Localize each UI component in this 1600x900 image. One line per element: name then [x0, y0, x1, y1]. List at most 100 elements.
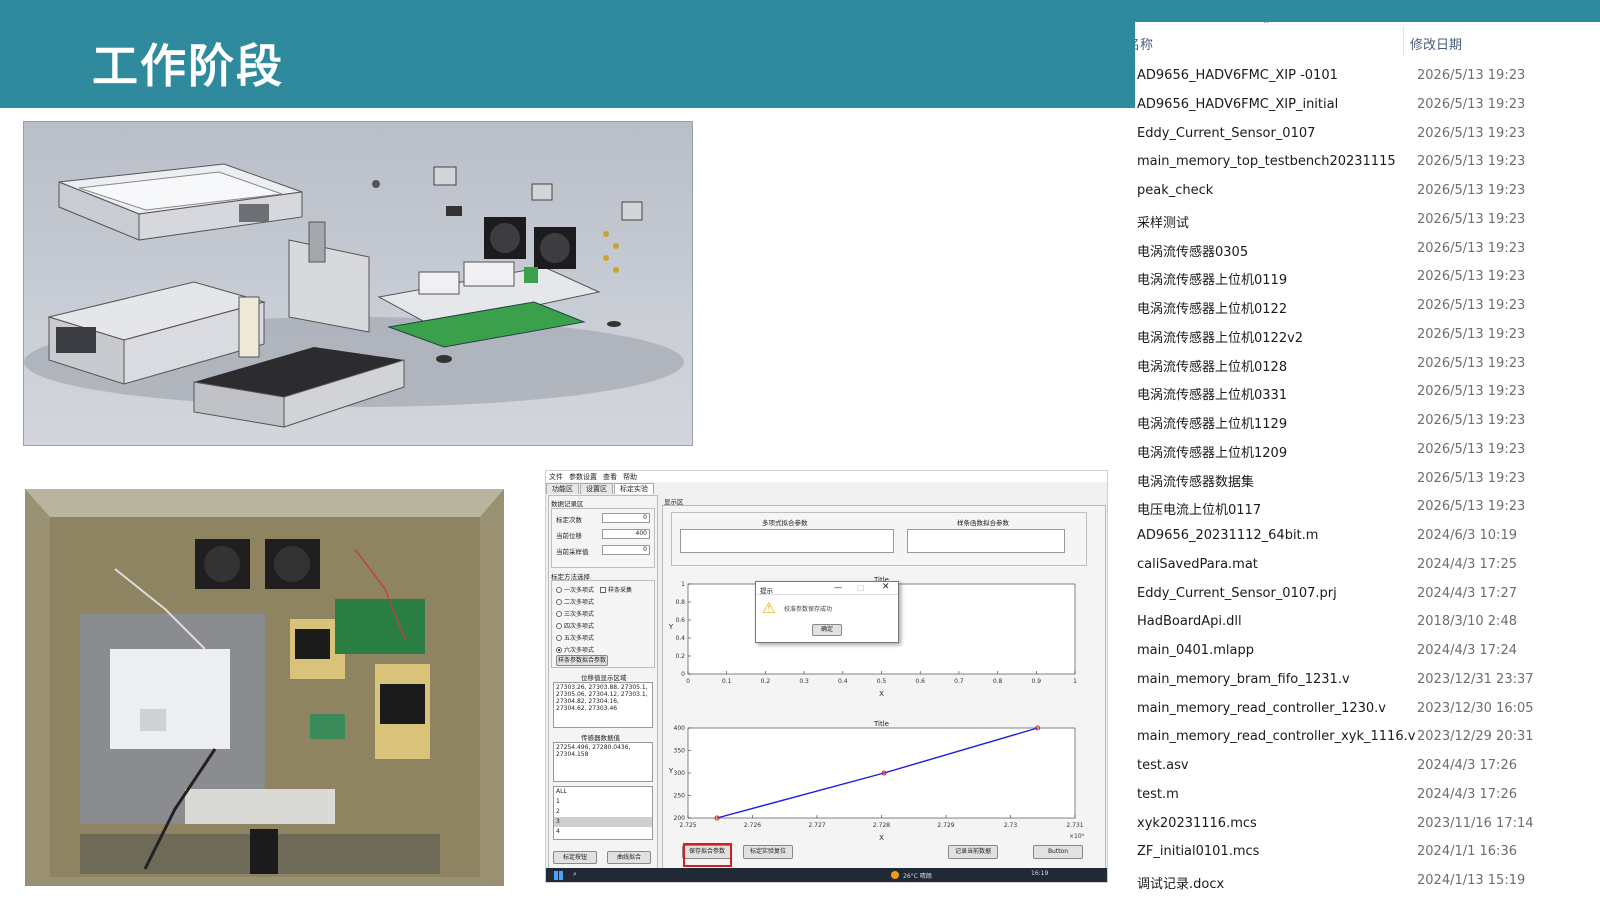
data-index-list[interactable]: ALL 1 2 3 4 [553, 786, 653, 840]
file-name: main_memory_bram_fifo_1231.v [1137, 671, 1350, 687]
menu-file[interactable]: 文件 [549, 472, 563, 481]
record-data-button[interactable]: 记录当前数据 [948, 845, 998, 859]
curve-fit-button[interactable]: 曲线拟合 [607, 851, 651, 864]
column-name-header[interactable]: 名称 [1135, 38, 1154, 53]
spline-params-field[interactable] [907, 529, 1065, 553]
tab-functions[interactable]: 功能区 [546, 483, 579, 494]
modified-date: 2026/5/13 19:23 [1417, 269, 1526, 285]
radio-order-3[interactable]: 三次多项式 [556, 609, 594, 618]
radio-order-6[interactable]: 六次多项式 [556, 645, 594, 654]
menu-view[interactable]: 查看 [603, 472, 617, 481]
spline-checkbox-label: 样条采集 [608, 587, 633, 594]
radio-icon [556, 586, 562, 593]
maximize-icon[interactable]: □ [857, 583, 865, 592]
list-item[interactable]: 4 [556, 828, 560, 835]
spline-checkbox[interactable] [600, 586, 607, 593]
sensor-textarea[interactable]: 27254.496, 27280.0436, 27304.158 [553, 742, 653, 782]
calibration-count-field[interactable]: 0 [602, 513, 650, 523]
file-name: 电压电流上位机0117 [1137, 503, 1262, 519]
y-tick-label: 0.6 [675, 617, 685, 624]
y-tick-label: 0.2 [675, 653, 685, 660]
reset-calibration-button[interactable]: 标定实验复位 [743, 845, 793, 859]
dialog-title: 提示 [760, 587, 773, 595]
column-date-header[interactable]: 修改日期 [1410, 38, 1463, 53]
x-tick-label: 1 [1073, 678, 1077, 685]
file-name: Eddy_Current_Sensor_0107.prj [1137, 585, 1337, 601]
left-control-panel: 数据记录区 标定次数 0 当前位移 400 当前采样值 0 标定方法选择 一次多… [548, 495, 658, 875]
radio-order-1[interactable]: 一次多项式样条采集 [556, 585, 632, 594]
start-icon[interactable] [554, 871, 563, 880]
menu-help[interactable]: 帮助 [623, 472, 637, 481]
file-name: Eddy_Current_Sensor_0107 [1137, 125, 1316, 141]
displacement-field[interactable]: 400 [602, 529, 650, 539]
radio-order-5[interactable]: 五次多项式 [556, 633, 594, 642]
modified-date: 2018/3/10 2:48 [1417, 614, 1517, 630]
slide-title: 工作阶段 [92, 39, 284, 93]
list-item-selected[interactable]: 3 [554, 817, 652, 827]
minimize-icon[interactable]: — [834, 583, 842, 592]
dialog-message: 校准参数保存成功 [784, 606, 833, 613]
generic-button[interactable]: Button [1033, 845, 1083, 859]
displacement-textarea[interactable]: 27303.26, 27303.88, 27305.1, 27305.06, 2… [553, 682, 653, 728]
poly-params-field[interactable] [680, 529, 894, 553]
tab-strip: 功能区 设置区 标定实验 [546, 483, 655, 494]
calibrate-button[interactable]: 标定按钮 [553, 851, 597, 864]
cad-assembly-drawing [24, 163, 684, 428]
radio-order-4[interactable]: 四次多项式 [556, 621, 594, 630]
sample-value-field[interactable]: 0 [602, 545, 650, 555]
file-name: 电涡流传感器上位机0119 [1137, 273, 1288, 289]
modified-date: 2026/5/13 19:23 [1417, 470, 1526, 486]
file-name: test.asv [1137, 758, 1189, 773]
file-name: ZF_initial0101.mcs [1137, 844, 1260, 860]
tab-settings[interactable]: 设置区 [580, 483, 613, 494]
search-icon[interactable]: ⌕ [573, 870, 577, 878]
list-item[interactable]: 2 [556, 808, 560, 815]
close-icon[interactable]: ✕ [882, 582, 890, 592]
y-tick-label: 300 [674, 770, 686, 777]
small-parts [372, 166, 643, 363]
x-tick-label: 0.9 [1032, 678, 1042, 685]
save-success-dialog: 提示 — □ ✕ ⚠ 校准参数保存成功 确定 [755, 581, 899, 643]
calibration-app-window: 文件 参数设置 查看 帮助 功能区 设置区 标定实验 数据记录区 标定次数 0 … [545, 470, 1108, 883]
radio-selected-icon [556, 646, 562, 653]
dialog-ok-button[interactable]: 确定 [812, 624, 842, 636]
folder-row[interactable]: 电涡流传感器上位机0119 2026/5/13 19:23 [1135, 263, 1575, 292]
spline-fit-button[interactable]: 样条参数拟合参数 [556, 655, 608, 666]
radio-order-2[interactable]: 二次多项式 [556, 597, 594, 606]
menu-params[interactable]: 参数设置 [569, 472, 597, 481]
tab-calibration[interactable]: 标定实验 [614, 483, 654, 494]
list-item[interactable]: ALL [556, 788, 567, 795]
file-name: 调试记录.docx [1137, 877, 1225, 892]
list-item[interactable]: 1 [556, 798, 560, 805]
